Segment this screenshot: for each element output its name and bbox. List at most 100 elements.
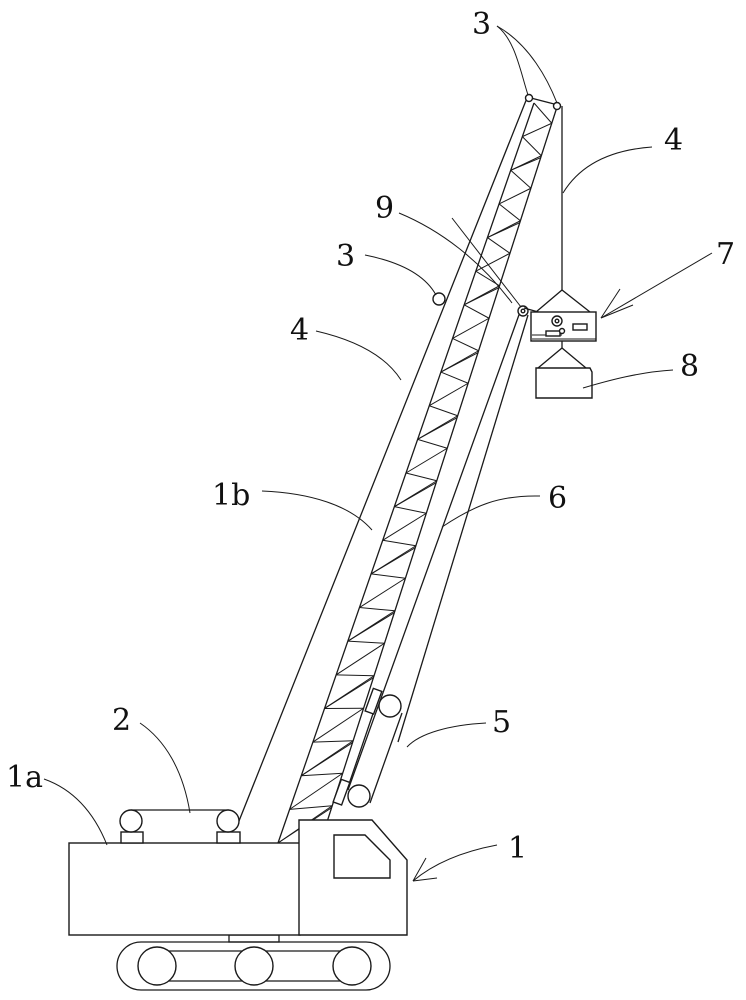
leader-1 [412,844,498,882]
lattice-diag-up-15 [452,317,490,339]
lattice-diag-up-9 [382,512,427,541]
boom-chord-right [326,106,558,823]
leader-4-top [562,146,653,194]
leader-1-arrow-a [412,857,427,882]
lattice-strut-14 [440,352,479,373]
winch-assembly [332,687,403,808]
leader-7-arrow-a [600,288,621,319]
label-7: 7 [716,237,735,272]
leader-1b [261,490,373,531]
leader-7-arrow-b [600,304,634,319]
winch-2-foot-left [120,831,144,844]
lattice-diag-down-10 [405,472,437,482]
label-1: 1 [508,831,527,866]
track-connector [228,934,280,943]
track-wheel-middle [234,946,274,986]
lattice-diag-down-8 [382,539,416,547]
lattice-diag-down-0 [289,805,333,810]
body-1a [68,842,301,936]
load-8 [535,367,593,399]
mid-pulley [432,292,446,306]
label-1a: 1a [6,760,43,795]
lattice-diag-down-19 [510,169,532,189]
lattice-diag-down-20 [522,136,542,157]
hook-block-pin [558,327,566,335]
lattice-diag-down-2 [312,740,354,743]
leader-4-mid [315,330,402,381]
lattice-diag-down-6 [359,607,395,612]
lattice-diag-down-14 [452,338,479,352]
hoist-system [451,106,597,399]
leader-lines [43,25,713,882]
lattice-diag-up-21 [522,122,552,138]
load-sling [537,347,587,369]
winch-mount-bottom [332,778,351,806]
label-5: 5 [492,705,511,740]
winch-2 [119,809,241,844]
lattice-diag-up-11 [405,447,448,474]
lattice-diag-down-7 [371,573,406,579]
label-9: 9 [375,191,394,226]
lattice-diag-down-17 [487,237,511,254]
cab-window [333,834,391,879]
track-wheel-left [137,946,177,986]
label-2: 2 [112,703,131,738]
lattice-diag-up-13 [429,382,469,407]
lattice-diag-down-12 [429,405,458,417]
crane-body [68,819,408,936]
lattice-diag-down-21 [533,102,553,124]
leader-9 [398,212,513,304]
lattice-diag-up-7 [359,577,406,608]
lattice-diag-down-15 [463,304,490,319]
lattice-strut-2 [301,742,353,777]
track-wheel-right [332,946,372,986]
winch-2-foot-right [216,831,241,844]
leader-2 [139,722,191,814]
hook-block-pulley-hub [554,318,560,324]
lattice-diag-down-13 [440,371,469,384]
lattice-diag-down-1 [301,772,343,777]
lattice-boom [236,93,562,844]
leader-8 [582,369,674,389]
lattice-diag-down-11 [417,438,448,449]
leader-3-top-a [496,25,529,96]
hook-block-cylinder [545,330,561,337]
lattice-strut-20 [510,157,541,171]
hook-sling-top [535,289,591,313]
leader-1-arrow-b [412,877,438,882]
leader-6 [441,495,541,528]
label-8: 8 [680,349,699,384]
lattice-diag-down-4 [336,674,375,677]
crawler-track [116,934,391,991]
label-3-mid: 3 [336,239,355,274]
lattice-strut-10 [394,482,437,508]
rope-9-lead [451,217,522,308]
lattice-strut-16 [463,287,500,306]
aux-arm-left [347,311,521,791]
winch-drum-top [378,694,402,718]
leader-7 [600,252,713,319]
leader-5 [406,722,487,748]
winch-2-drum-right [216,809,240,833]
lattice-diag-down-5 [347,640,385,644]
leader-3-mid [364,254,437,296]
boom-rope-line-left [236,97,528,827]
top-pulley-right [552,101,562,111]
boom-lattice-bracing [277,102,553,844]
leader-1a [43,778,108,846]
aux-arm-pulley-hub [520,308,526,314]
top-pulley-left [524,93,534,103]
label-4-mid: 4 [290,313,309,348]
lattice-strut-4 [324,677,374,709]
winch-mount-top [364,687,383,715]
lattice-strut-8 [370,547,416,575]
lattice-strut-12 [417,417,458,440]
label-4-top: 4 [664,123,683,158]
lattice-diag-up-1 [289,772,343,810]
lattice-diag-up-3 [312,707,364,743]
winch-drum-bottom [347,784,371,808]
lattice-diag-down-18 [498,203,521,222]
lattice-diag-up-5 [335,642,385,676]
lattice-diag-down-9 [394,506,427,514]
